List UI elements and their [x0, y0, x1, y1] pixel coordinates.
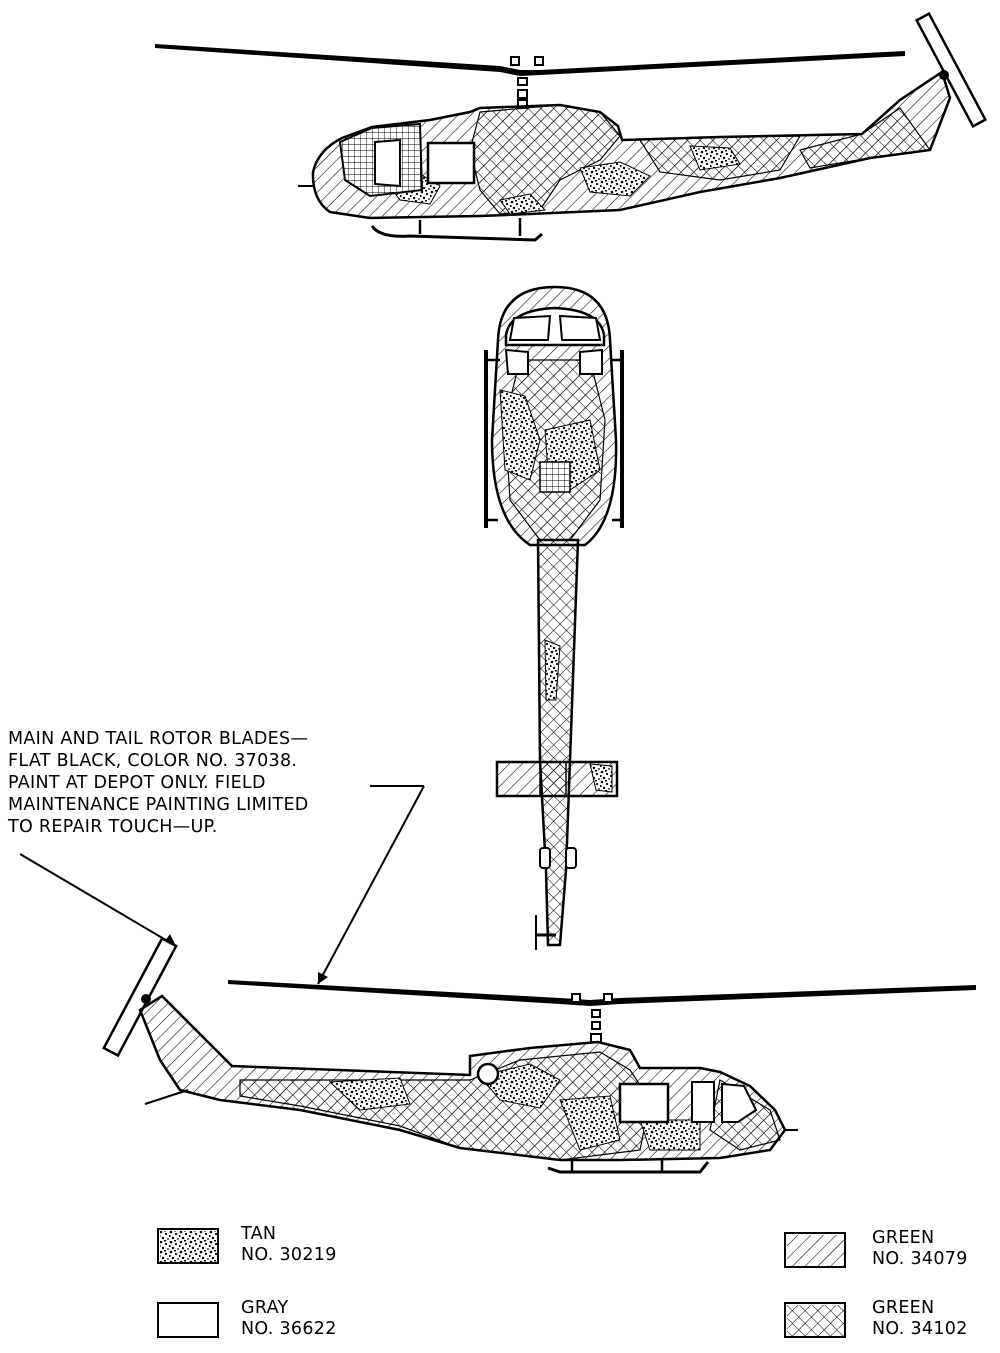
legend-label-green-34079: GREEN NO. 34079: [872, 1228, 968, 1270]
note-line: MAIN AND TAIL ROTOR BLADES—: [8, 729, 309, 749]
tail-rotor-bottom: [102, 936, 178, 1058]
legend-label-green-34102: GREEN NO. 34102: [872, 1298, 968, 1340]
cockpit-door-window-top: [374, 138, 401, 188]
main-rotor-blade-top: [155, 44, 905, 76]
legend-color-number: NO. 34079: [872, 1249, 968, 1269]
cabin-window-bottom: [618, 1082, 670, 1124]
landing-skid-top: [370, 225, 543, 242]
legend-label-gray: GRAY NO. 36622: [241, 1298, 337, 1340]
legend-swatch-green-34079: [784, 1232, 846, 1268]
legend-color-number: NO. 36622: [241, 1319, 337, 1339]
legend-color-number: NO. 30219: [241, 1245, 337, 1265]
legend-color-name: TAN: [241, 1224, 277, 1244]
landing-skid-bottom: [547, 1161, 710, 1174]
rotor-blade-paint-note: MAIN AND TAIL ROTOR BLADES— FLAT BLACK, …: [8, 728, 388, 838]
cockpit-door-window-bottom: [691, 1081, 715, 1123]
legend-swatch-gray: [157, 1302, 219, 1338]
note-line: PAINT AT DEPOT ONLY. FIELD: [8, 773, 266, 793]
legend-swatch-tan: [157, 1228, 219, 1264]
note-line: TO REPAIR TOUCH—UP.: [8, 817, 218, 837]
side-view-right: [19, 785, 976, 1174]
main-rotor-blade-bottom: [228, 980, 976, 1006]
legend-swatch-green-34102: [784, 1302, 846, 1338]
top-view: [484, 285, 624, 950]
legend-color-name: GREEN: [872, 1228, 935, 1248]
side-view-left: [155, 12, 988, 242]
cabin-window-top: [426, 141, 476, 185]
rotor-hub-top: [510, 56, 544, 109]
note-line: MAINTENANCE PAINTING LIMITED: [8, 795, 309, 815]
legend-color-number: NO. 34102: [872, 1319, 968, 1339]
legend-color-name: GRAY: [241, 1298, 289, 1318]
leader-line-tail: [19, 853, 177, 947]
note-line: FLAT BLACK, COLOR NO. 37038.: [8, 751, 298, 771]
legend-color-name: GREEN: [872, 1298, 935, 1318]
legend-label-tan: TAN NO. 30219: [241, 1224, 337, 1266]
